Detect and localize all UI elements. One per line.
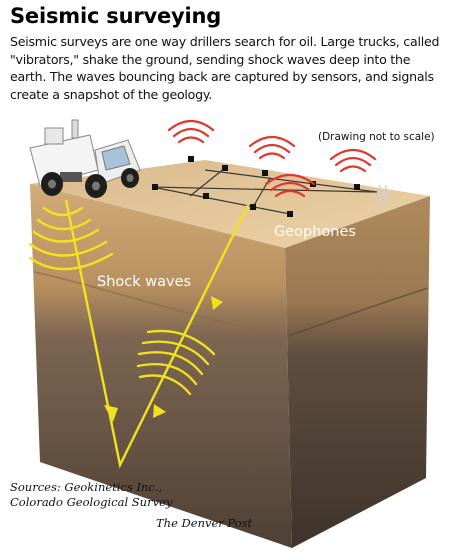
intro-paragraph: Seismic surveys are one way drillers sea… — [10, 33, 442, 103]
shock-waves-label: Shock waves — [97, 274, 191, 290]
page-title: Seismic surveying — [10, 4, 222, 28]
vibrator-truck — [29, 119, 141, 198]
geophones-label: Geophones — [274, 224, 356, 240]
intro-line: earth. The waves bouncing back are captu… — [10, 69, 434, 84]
scale-note: (Drawing not to scale) — [318, 131, 435, 143]
shock-wave-paths — [64, 199, 250, 469]
sources-note: Sources: Geokinetics Inc., Colorado Geol… — [10, 480, 172, 510]
publisher-credit: The Denver Post — [156, 516, 253, 530]
block-front-face — [30, 184, 292, 548]
intro-line: Seismic surveys are one way drillers sea… — [10, 34, 440, 49]
block-side-face — [285, 196, 430, 548]
geophone-tripod — [377, 184, 387, 209]
reflected-wave-arcs — [136, 329, 216, 396]
sources-line: Sources: Geokinetics Inc., — [10, 480, 163, 494]
signal-arcs — [167, 119, 377, 198]
geophone-grid — [151, 167, 378, 215]
shock-wave-arcs-top — [28, 206, 114, 271]
intro-line: "vibrators," shake the ground, sending s… — [10, 51, 411, 67]
shock-wave-arrowheads — [104, 296, 223, 422]
sources-line: Colorado Geological Survey — [10, 495, 173, 509]
soil-rock-boundary — [33, 271, 289, 337]
intro-line: create a snapshot of the geology. — [10, 86, 213, 102]
soil-rock-boundary-side — [287, 287, 429, 337]
